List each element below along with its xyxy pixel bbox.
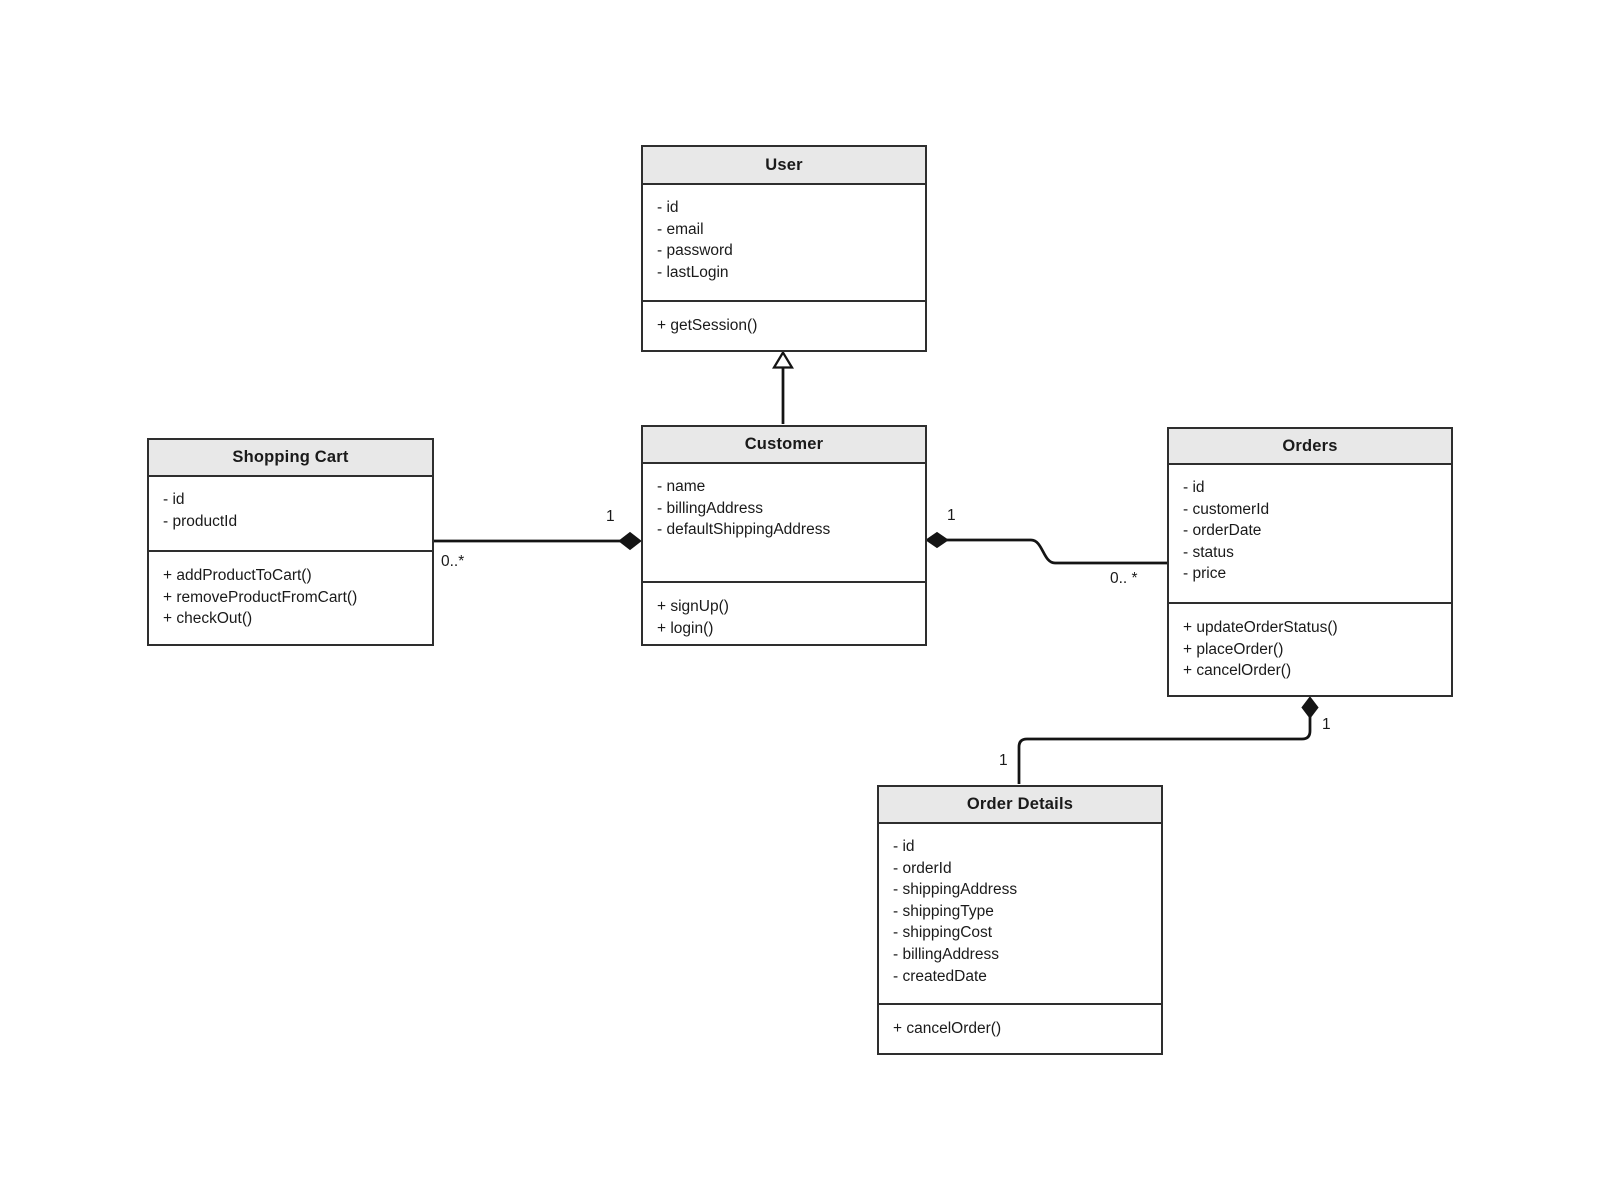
attribute: - productId xyxy=(163,512,238,530)
method: + removeProductFromCart() xyxy=(163,588,358,606)
method: + cancelOrder() xyxy=(893,1020,1002,1037)
multiplicity-label-orders-side: 0.. * xyxy=(1110,570,1138,587)
method: + login() xyxy=(657,619,714,637)
class-orders-methods: + updateOrderStatus() + placeOrder() + can… xyxy=(1169,604,1451,695)
class-orders-title: Orders xyxy=(1169,429,1451,465)
class-user-methods: + getSession() xyxy=(643,302,925,350)
multiplicity-label-details-side: 1 xyxy=(999,752,1008,769)
attribute: - price xyxy=(1183,565,1227,583)
attribute: - billingAddress xyxy=(657,499,763,517)
multiplicity-label-orders-bottom: 1 xyxy=(1322,716,1331,733)
class-shopping-cart-attributes: - id - productId xyxy=(149,477,432,552)
composition-diamond-orders-bottom-icon xyxy=(1301,696,1319,719)
attribute: - createdDate xyxy=(893,967,987,985)
attribute: - id xyxy=(893,838,915,855)
class-user-attributes: - id - email - password - lastLogin xyxy=(643,185,925,302)
method: + signUp() xyxy=(657,598,729,615)
class-user: User - id - email - password - lastLogin + … xyxy=(641,145,927,352)
multiplicity-label-customer-left: 1 xyxy=(606,508,615,525)
class-order-details-attributes: - id - orderId - shippingAddress - shipping… xyxy=(879,824,1161,1005)
class-order-details-methods: + cancelOrder() xyxy=(879,1005,1161,1053)
composition-line-customer-orders xyxy=(946,538,1167,565)
class-customer: Customer - name - billingAddress - default… xyxy=(641,425,927,646)
attribute: - shippingAddress xyxy=(893,881,1018,899)
composition-diamond-customer-left-icon xyxy=(618,531,642,551)
attribute: - name xyxy=(657,478,706,495)
attribute: - billingAddress xyxy=(893,945,999,963)
attribute: - shippingCost xyxy=(893,924,993,942)
method: + checkOut() xyxy=(163,610,253,628)
composition-diamond-customer-right-icon xyxy=(925,531,949,549)
method: + addProductToCart() xyxy=(163,567,312,584)
attribute: - customerId xyxy=(1183,500,1270,518)
method: + placeOrder() xyxy=(1183,640,1284,658)
class-user-title: User xyxy=(643,147,925,185)
class-shopping-cart-methods: + addProductToCart() + removeProductFromC… xyxy=(149,552,432,644)
attribute: - password xyxy=(657,242,733,260)
class-order-details: Order Details - id - orderId - shippingAdd… xyxy=(877,785,1163,1055)
method: + updateOrderStatus() xyxy=(1183,619,1338,636)
attribute: - status xyxy=(1183,543,1234,561)
attribute: - email xyxy=(657,220,704,238)
attribute: - id xyxy=(1183,479,1205,496)
attribute: - orderDate xyxy=(1183,522,1262,540)
attribute: - orderId xyxy=(893,859,952,877)
attribute: - shippingType xyxy=(893,902,994,920)
class-orders-attributes: - id - customerId - orderDate - status - pri… xyxy=(1169,465,1451,604)
attribute: - id xyxy=(163,491,185,508)
attribute: - id xyxy=(657,199,679,216)
method: + cancelOrder() xyxy=(1183,662,1292,680)
class-order-details-title: Order Details xyxy=(879,787,1161,824)
generalization-arrowhead-icon xyxy=(772,350,794,369)
multiplicity-label-cart-side: 0..* xyxy=(441,553,465,570)
class-orders: Orders - id - customerId - orderDate - stat… xyxy=(1167,427,1453,697)
class-shopping-cart: Shopping Cart - id - productId + addProdu… xyxy=(147,438,434,646)
method: + getSession() xyxy=(657,317,758,334)
multiplicity-label-customer-right: 1 xyxy=(947,507,956,524)
attribute: - lastLogin xyxy=(657,263,729,281)
composition-line-orders-details xyxy=(1017,716,1312,784)
class-customer-methods: + signUp() + login() xyxy=(643,583,925,644)
class-customer-attributes: - name - billingAddress - defaultShippingA… xyxy=(643,464,925,583)
class-shopping-cart-title: Shopping Cart xyxy=(149,440,432,477)
class-customer-title: Customer xyxy=(643,427,925,464)
attribute: - defaultShippingAddress xyxy=(657,521,831,539)
